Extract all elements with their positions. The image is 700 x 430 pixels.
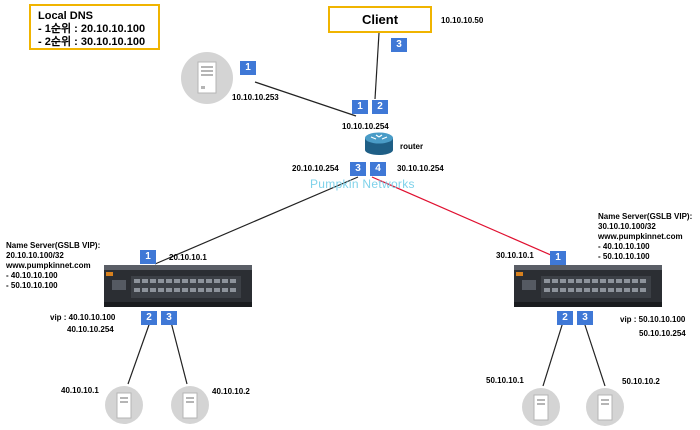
left-switch-icon <box>104 265 252 307</box>
left-down-port-badge-3: 3 <box>161 311 177 325</box>
left-uplink-ip: 20.10.10.1 <box>169 253 207 262</box>
local-dns-box: Local DNS - 1순위 : 20.10.10.100 - 2순위 : 3… <box>29 4 160 50</box>
link-left-switch-server2 <box>170 321 188 385</box>
left-server2-ip: 40.10.10.2 <box>212 387 250 396</box>
left-ns-domain: www.pumpkinnet.com <box>6 261 91 270</box>
left-ns-record-1: - 40.10.10.100 <box>6 271 58 280</box>
right-ns-domain: www.pumpkinnet.com <box>598 232 683 241</box>
right-uplink-port-badge: 1 <box>550 251 566 265</box>
router-top-ip: 10.10.10.254 <box>342 122 389 131</box>
router-port-badge-2: 2 <box>372 100 388 114</box>
router-port-badge-1: 1 <box>352 100 368 114</box>
left-vip-line: vip : 40.10.10.100 <box>50 313 116 322</box>
router-left-ip: 20.10.10.254 <box>292 164 339 173</box>
right-gateway-line: 50.10.10.254 <box>639 329 686 338</box>
left-server2-icon <box>171 386 209 424</box>
link-client-router <box>374 32 380 100</box>
client-box: Client <box>328 6 432 33</box>
link-right-switch-server1 <box>542 321 564 387</box>
left-uplink-port-badge: 1 <box>140 250 156 264</box>
left-server1-ip: 40.10.10.1 <box>61 386 99 395</box>
link-router-left-switch <box>154 176 359 265</box>
router-label: router <box>400 142 424 151</box>
local-dns-priority-2: - 2순위 : 30.10.10.100 <box>38 36 146 48</box>
right-server2-icon <box>586 388 624 426</box>
right-down-port-badge-2: 2 <box>557 311 573 325</box>
dns-server-port-badge: 1 <box>240 61 256 75</box>
link-dns-router <box>254 81 357 117</box>
left-ns-vip: 20.10.10.100/32 <box>6 251 64 260</box>
right-server2-ip: 50.10.10.2 <box>622 377 660 386</box>
right-name-server-info: Name Server(GSLB VIP): 30.10.10.100/32 w… <box>598 212 692 262</box>
dns-server-ip: 10.10.10.253 <box>232 93 279 102</box>
right-server1-icon <box>522 388 560 426</box>
right-ns-vip: 30.10.10.100/32 <box>598 222 656 231</box>
client-port-badge: 3 <box>391 38 407 52</box>
watermark-text: Pumpkin Networks <box>310 177 415 191</box>
right-vip-line: vip : 50.10.10.100 <box>620 315 686 324</box>
left-down-port-badge-2: 2 <box>141 311 157 325</box>
link-right-switch-server2 <box>583 321 606 387</box>
left-ns-title: Name Server(GSLB VIP): <box>6 241 101 250</box>
right-server1-ip: 50.10.10.1 <box>486 376 524 385</box>
router-port-badge-4: 4 <box>370 162 386 176</box>
link-router-right-switch <box>371 176 561 260</box>
left-gateway-line: 40.10.10.254 <box>67 325 114 334</box>
local-dns-title: Local DNS <box>38 10 94 22</box>
left-name-server-info: Name Server(GSLB VIP): 20.10.10.100/32 w… <box>6 241 100 291</box>
local-dns-priority-1: - 1순위 : 20.10.10.100 <box>38 23 146 35</box>
right-switch-icon <box>514 265 662 307</box>
right-uplink-ip: 30.10.10.1 <box>496 251 534 260</box>
router-icon <box>365 132 393 155</box>
right-ns-record-2: - 50.10.10.100 <box>598 252 650 261</box>
left-ns-record-2: - 50.10.10.100 <box>6 281 58 290</box>
router-port-badge-3: 3 <box>350 162 366 176</box>
left-server1-icon <box>105 386 143 424</box>
link-left-switch-server1 <box>127 321 151 385</box>
client-ip: 10.10.10.50 <box>441 16 484 25</box>
router-right-ip: 30.10.10.254 <box>397 164 444 173</box>
right-ns-title: Name Server(GSLB VIP): <box>598 212 693 221</box>
dns-server-icon <box>181 52 233 104</box>
right-ns-record-1: - 40.10.10.100 <box>598 242 650 251</box>
right-down-port-badge-3: 3 <box>577 311 593 325</box>
